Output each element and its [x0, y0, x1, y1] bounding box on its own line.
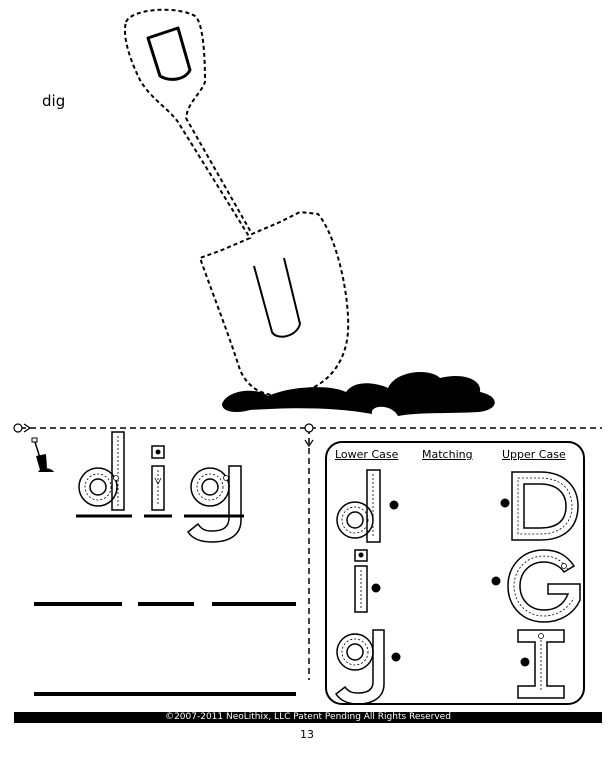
shovel-illustration	[124, 8, 350, 398]
copyright-footer: ©2007-2011 NeoLithix, LLC Patent Pending…	[14, 712, 602, 723]
panel-upper-g	[507, 549, 581, 623]
word-label: dig	[42, 92, 66, 110]
shovel-grip-hole	[146, 26, 192, 81]
trace-letter-g	[186, 465, 242, 543]
small-shovel-icon	[31, 437, 54, 472]
shovel-blade-slot	[253, 257, 302, 338]
upper-case-heading: Upper Case	[502, 448, 566, 461]
matching-heading: Matching	[422, 448, 473, 461]
dirt-pile	[222, 372, 495, 416]
lower-case-heading: Lower Case	[335, 448, 399, 461]
panel-lower-d	[336, 469, 381, 543]
panel-lower-i	[354, 549, 368, 613]
divider-line	[13, 423, 602, 680]
page-number: 13	[300, 728, 314, 741]
trace-letter-d	[78, 431, 125, 511]
worksheet-artwork	[13, 8, 602, 705]
trace-letter-i	[151, 445, 165, 511]
panel-upper-d	[511, 471, 579, 541]
matching-dots	[371, 498, 530, 667]
panel-upper-i	[517, 629, 565, 699]
matching-panel	[325, 441, 585, 705]
shovel-handle-outline	[124, 8, 350, 398]
panel-lower-g	[334, 629, 385, 705]
writing-lines	[34, 602, 296, 696]
